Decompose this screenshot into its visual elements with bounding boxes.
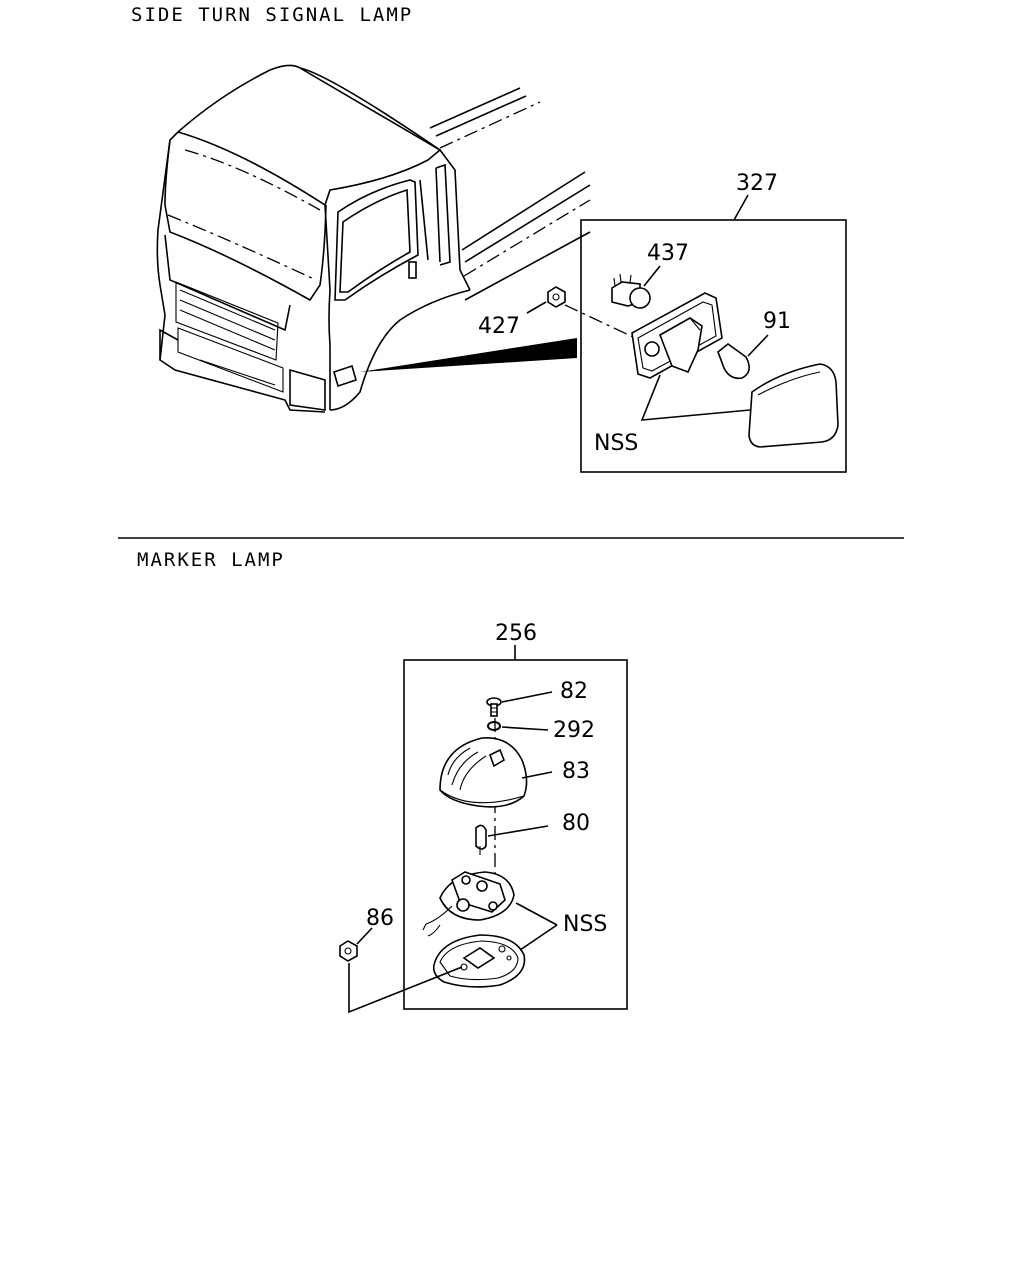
bulb-socket-437-icon xyxy=(611,273,651,309)
bulb-80-icon xyxy=(475,824,487,855)
screw-82-icon xyxy=(486,697,502,717)
side-lamp-body-icon xyxy=(631,292,723,379)
bulb-91-icon xyxy=(717,342,750,380)
callout-292: 292 xyxy=(553,718,595,743)
callout-86: 86 xyxy=(366,906,394,931)
callout-82: 82 xyxy=(560,679,588,704)
side-turn-assembly-box xyxy=(580,219,847,473)
marker-lamp-heading: MARKER LAMP xyxy=(137,549,285,571)
lens-dome-83-icon xyxy=(439,737,528,808)
callout-327: 327 xyxy=(736,171,778,196)
lamp-base-socket-icon xyxy=(422,871,515,937)
truck-cab-illustration xyxy=(156,64,591,413)
callout-83: 83 xyxy=(562,759,590,784)
callout-427: 427 xyxy=(478,314,520,339)
washer-292-icon xyxy=(487,721,501,731)
lens-cover-icon xyxy=(748,363,839,448)
callout-80: 80 xyxy=(562,811,590,836)
callout-437: 437 xyxy=(647,241,689,266)
callout-nss-side-turn: NSS xyxy=(594,431,638,456)
callout-nss-marker: NSS xyxy=(563,912,607,937)
callout-91: 91 xyxy=(763,309,791,334)
nut-427-icon xyxy=(547,286,566,308)
side-turn-signal-lamp-heading: SIDE TURN SIGNAL LAMP xyxy=(131,4,414,26)
nut-86-icon xyxy=(339,940,358,962)
gasket-plate-icon xyxy=(432,934,526,988)
callout-256: 256 xyxy=(495,621,537,646)
